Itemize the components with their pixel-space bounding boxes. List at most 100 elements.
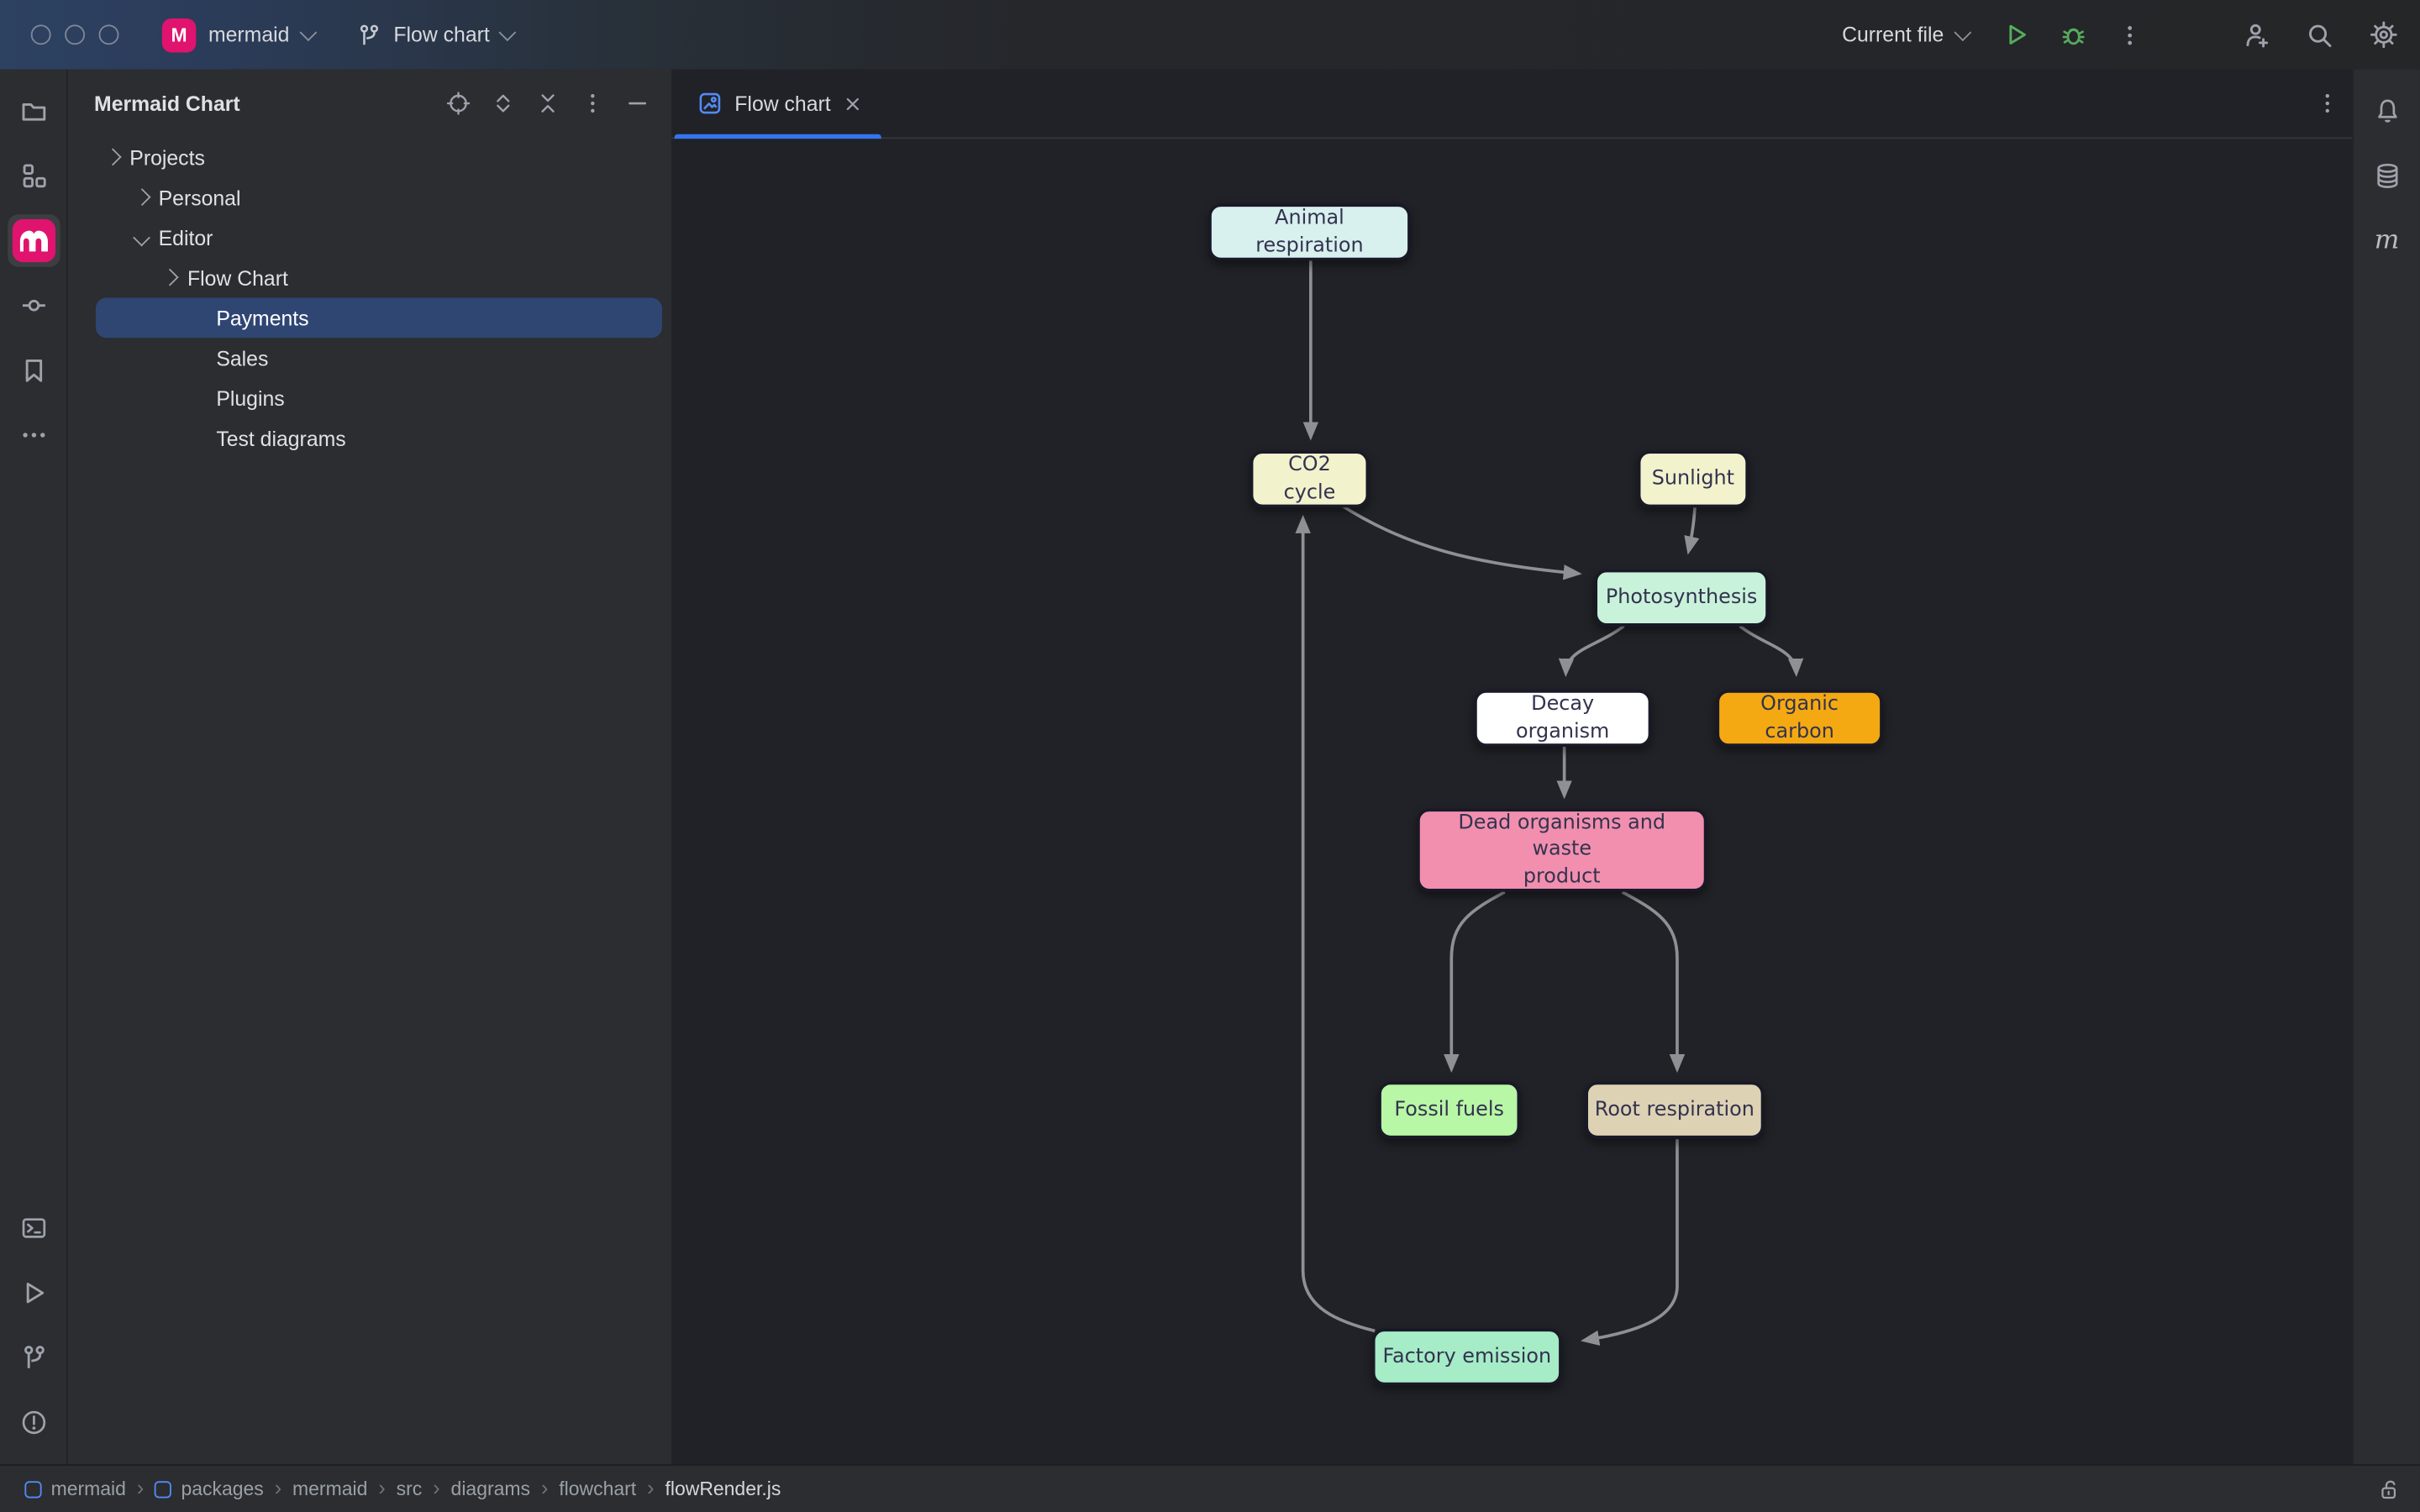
node-organic: Organic carbon <box>1716 690 1883 747</box>
tree-item-label: Personal <box>158 186 241 209</box>
settings-gear-icon[interactable] <box>2369 20 2398 50</box>
editor-area: Flow chart A <box>671 69 2353 1465</box>
node-photo: Photosynthesis <box>1594 569 1769 627</box>
tree-item-projects[interactable]: Projects <box>96 137 662 177</box>
add-user-button[interactable] <box>2243 21 2270 49</box>
minimize-window-button[interactable] <box>65 24 86 45</box>
edge-sun-to-photo <box>1684 505 1700 555</box>
terminal-icon[interactable] <box>7 1202 59 1254</box>
tree-item-editor[interactable]: Editor <box>96 218 662 258</box>
run-configuration-selector[interactable]: Current file <box>1842 24 1970 46</box>
close-window-button[interactable] <box>30 24 51 45</box>
breadcrumb-item-mermaid[interactable]: mermaid <box>292 1478 367 1500</box>
breadcrumb-label: diagrams <box>450 1478 531 1500</box>
project-widget[interactable]: M mermaid <box>161 18 316 52</box>
editor-options-kebab-icon[interactable] <box>2315 91 2339 115</box>
chevron-right-icon[interactable] <box>133 189 150 206</box>
breadcrumb-separator: › <box>378 1474 386 1500</box>
window-controls[interactable] <box>30 24 119 45</box>
tree-item-flow-chart[interactable]: Flow Chart <box>96 258 662 298</box>
tree-item-sales[interactable]: Sales <box>96 338 662 378</box>
panel-header: Mermaid Chart <box>68 70 671 138</box>
breadcrumb-item-src[interactable]: src <box>397 1478 423 1500</box>
title-bar: M mermaid Flow chart Current file <box>0 0 2420 70</box>
problems-icon[interactable] <box>7 1396 59 1448</box>
chevron-right-icon[interactable] <box>103 149 121 166</box>
edge-dead-to-fossil <box>1444 890 1506 1074</box>
module-folder-icon <box>155 1480 172 1498</box>
left-tool-stripe <box>0 69 68 1465</box>
unlocked-padlock-icon[interactable] <box>2377 1478 2401 1501</box>
project-name: mermaid <box>208 23 290 47</box>
chevron-down-icon[interactable] <box>133 229 150 246</box>
more-actions-kebab-icon[interactable] <box>2118 23 2142 47</box>
locate-target-icon[interactable] <box>446 91 471 115</box>
breadcrumb-separator: › <box>540 1474 549 1500</box>
breadcrumb-item-diagrams[interactable]: diagrams <box>451 1478 530 1500</box>
commit-icon[interactable] <box>7 279 59 331</box>
structure-icon[interactable] <box>7 150 59 202</box>
node-root: Root respiration <box>1585 1081 1765 1139</box>
branch-name: Flow chart <box>393 23 490 47</box>
tree-item-label: Flow Chart <box>187 265 288 290</box>
database-icon[interactable] <box>2360 150 2412 202</box>
tree-item-label: Editor <box>158 226 213 249</box>
hide-panel-icon[interactable] <box>625 91 650 115</box>
right-tool-stripe: m <box>2352 69 2420 1465</box>
mermaid-m-icon[interactable]: m <box>2360 214 2412 266</box>
breadcrumb-label: mermaid <box>292 1478 368 1500</box>
edge-root-to-factory <box>1581 1139 1679 1346</box>
tree-item-test-diagrams[interactable]: Test diagrams <box>96 418 662 459</box>
vcs-branch-widget[interactable]: Flow chart <box>356 23 517 47</box>
node-animal: Animal respiration <box>1208 203 1411 261</box>
collapse-all-icon[interactable] <box>535 91 560 115</box>
tree-item-label: Plugins <box>216 386 285 410</box>
breadcrumb-label: packages <box>181 1478 264 1500</box>
module-folder-icon <box>24 1480 42 1498</box>
git-tool-icon[interactable] <box>7 1331 59 1383</box>
edge-co2-to-photo <box>1338 502 1582 580</box>
maximize-window-button[interactable] <box>98 24 119 45</box>
breadcrumb-item-packages[interactable]: packages <box>155 1478 264 1500</box>
diagram-edges <box>1295 260 1804 1346</box>
tree-item-payments[interactable]: Payments <box>95 297 662 339</box>
debug-button[interactable] <box>2060 22 2086 48</box>
breadcrumb-label: flowRender.js <box>665 1478 781 1500</box>
panel-kebab-menu-icon[interactable] <box>581 91 605 115</box>
node-fossil: Fossil fuels <box>1378 1081 1521 1139</box>
mermaid-chart-tool-icon[interactable] <box>7 214 60 267</box>
close-tab-icon[interactable] <box>843 93 863 113</box>
status-bar: mermaid›packages›mermaid›src›diagrams›fl… <box>0 1464 2420 1512</box>
breadcrumb-separator: › <box>433 1474 440 1500</box>
mermaid-m-glyph: m <box>2374 225 2400 256</box>
run-tool-icon[interactable] <box>7 1267 59 1319</box>
node-dead: Dead organisms and waste product <box>1417 808 1707 892</box>
search-icon[interactable] <box>2306 21 2333 49</box>
breadcrumb: mermaid›packages›mermaid›src›diagrams›fl… <box>24 1474 781 1500</box>
node-decay: Decay organism <box>1474 690 1652 747</box>
breadcrumb-label: mermaid <box>50 1478 126 1500</box>
diagram-file-icon <box>699 92 721 114</box>
tree-item-plugins[interactable]: Plugins <box>96 378 662 418</box>
breadcrumb-item-flowrender-js[interactable]: flowRender.js <box>665 1478 781 1500</box>
expand-all-icon[interactable] <box>491 91 515 115</box>
tree-item-label: Payments <box>216 306 309 330</box>
more-tool-windows-icon[interactable] <box>7 409 59 461</box>
tree-item-personal[interactable]: Personal <box>96 177 662 218</box>
breadcrumb-label: src <box>396 1478 423 1500</box>
tab-flow-chart[interactable]: Flow chart <box>674 70 882 139</box>
bookmarks-icon[interactable] <box>7 344 59 396</box>
tree-item-label: Test diagrams <box>216 426 346 450</box>
notifications-bell-icon[interactable] <box>2360 85 2412 137</box>
chevron-right-icon[interactable] <box>161 269 179 286</box>
breadcrumb-separator: › <box>136 1474 145 1500</box>
breadcrumb-item-flowchart[interactable]: flowchart <box>559 1478 636 1500</box>
run-button[interactable] <box>2003 22 2029 48</box>
project-folder-icon[interactable] <box>7 85 59 137</box>
edge-dead-to-root <box>1621 890 1686 1074</box>
breadcrumb-item-mermaid[interactable]: mermaid <box>24 1478 126 1500</box>
